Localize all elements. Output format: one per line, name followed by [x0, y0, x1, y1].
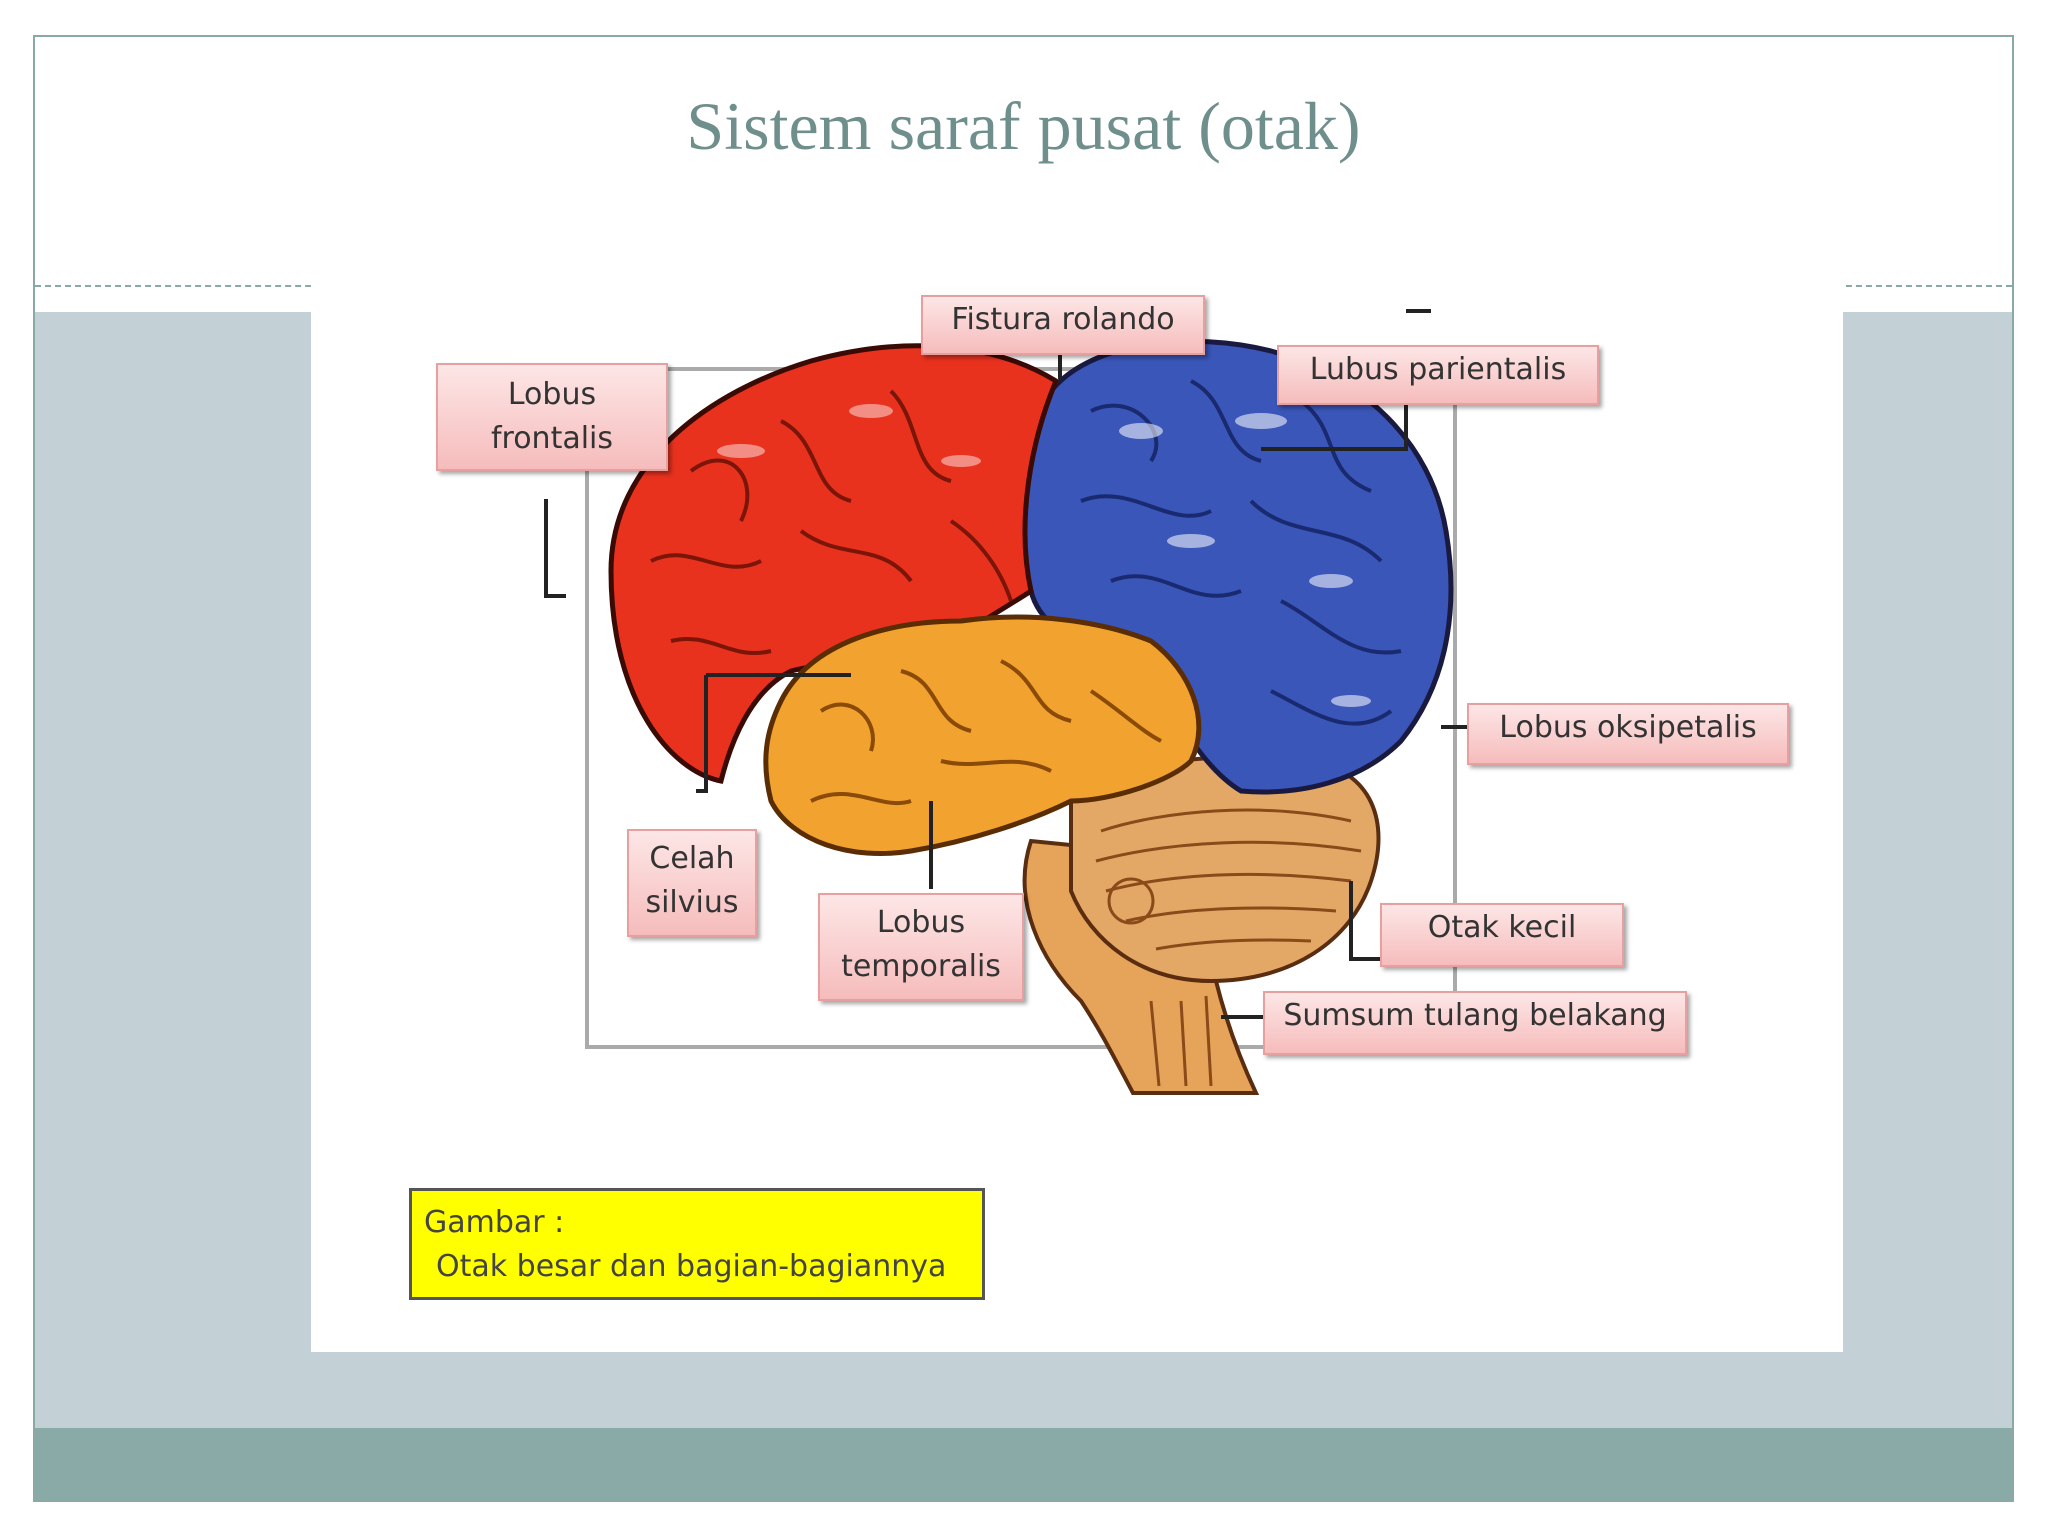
label-celah-silvius-line1: Celah [649, 841, 735, 876]
label-fistura-rolando: Fistura rolando [921, 295, 1205, 355]
label-otak-kecil: Otak kecil [1380, 903, 1624, 967]
label-lobus-oksipetalis: Lobus oksipetalis [1467, 703, 1789, 765]
label-sumsum-tulang-belakang: Sumsum tulang belakang [1263, 991, 1687, 1055]
label-lobus-frontalis-line2: frontalis [490, 421, 614, 456]
temporal-lobe-shape [763, 614, 1202, 857]
caption-line1: Gambar : [424, 1205, 565, 1240]
slide-title: Sistem saraf pusat (otak) [686, 88, 1361, 164]
label-celah-silvius: Celah silvius [627, 829, 757, 937]
brain-figure: Fistura rolando Lobus frontalis Lubus pa… [311, 241, 1843, 1352]
label-lobus-frontalis-line1: Lobus [507, 377, 597, 412]
footer-bar [35, 1428, 2012, 1500]
label-lobus-temporalis: Lobus temporalis [818, 893, 1024, 1001]
figure-caption: Gambar : Otak besar dan bagian-bagiannya [409, 1188, 985, 1300]
label-lobus-temporalis-line2: temporalis [841, 949, 1001, 984]
frontal-lobe-shape [608, 343, 1060, 784]
label-celah-silvius-line2: silvius [645, 885, 739, 920]
caption-line2: Otak besar dan bagian-bagiannya [436, 1249, 947, 1284]
label-lubus-parientalis: Lubus parientalis [1277, 345, 1599, 405]
label-lobus-frontalis: Lobus frontalis [436, 363, 668, 471]
label-lobus-temporalis-line1: Lobus [876, 905, 966, 940]
